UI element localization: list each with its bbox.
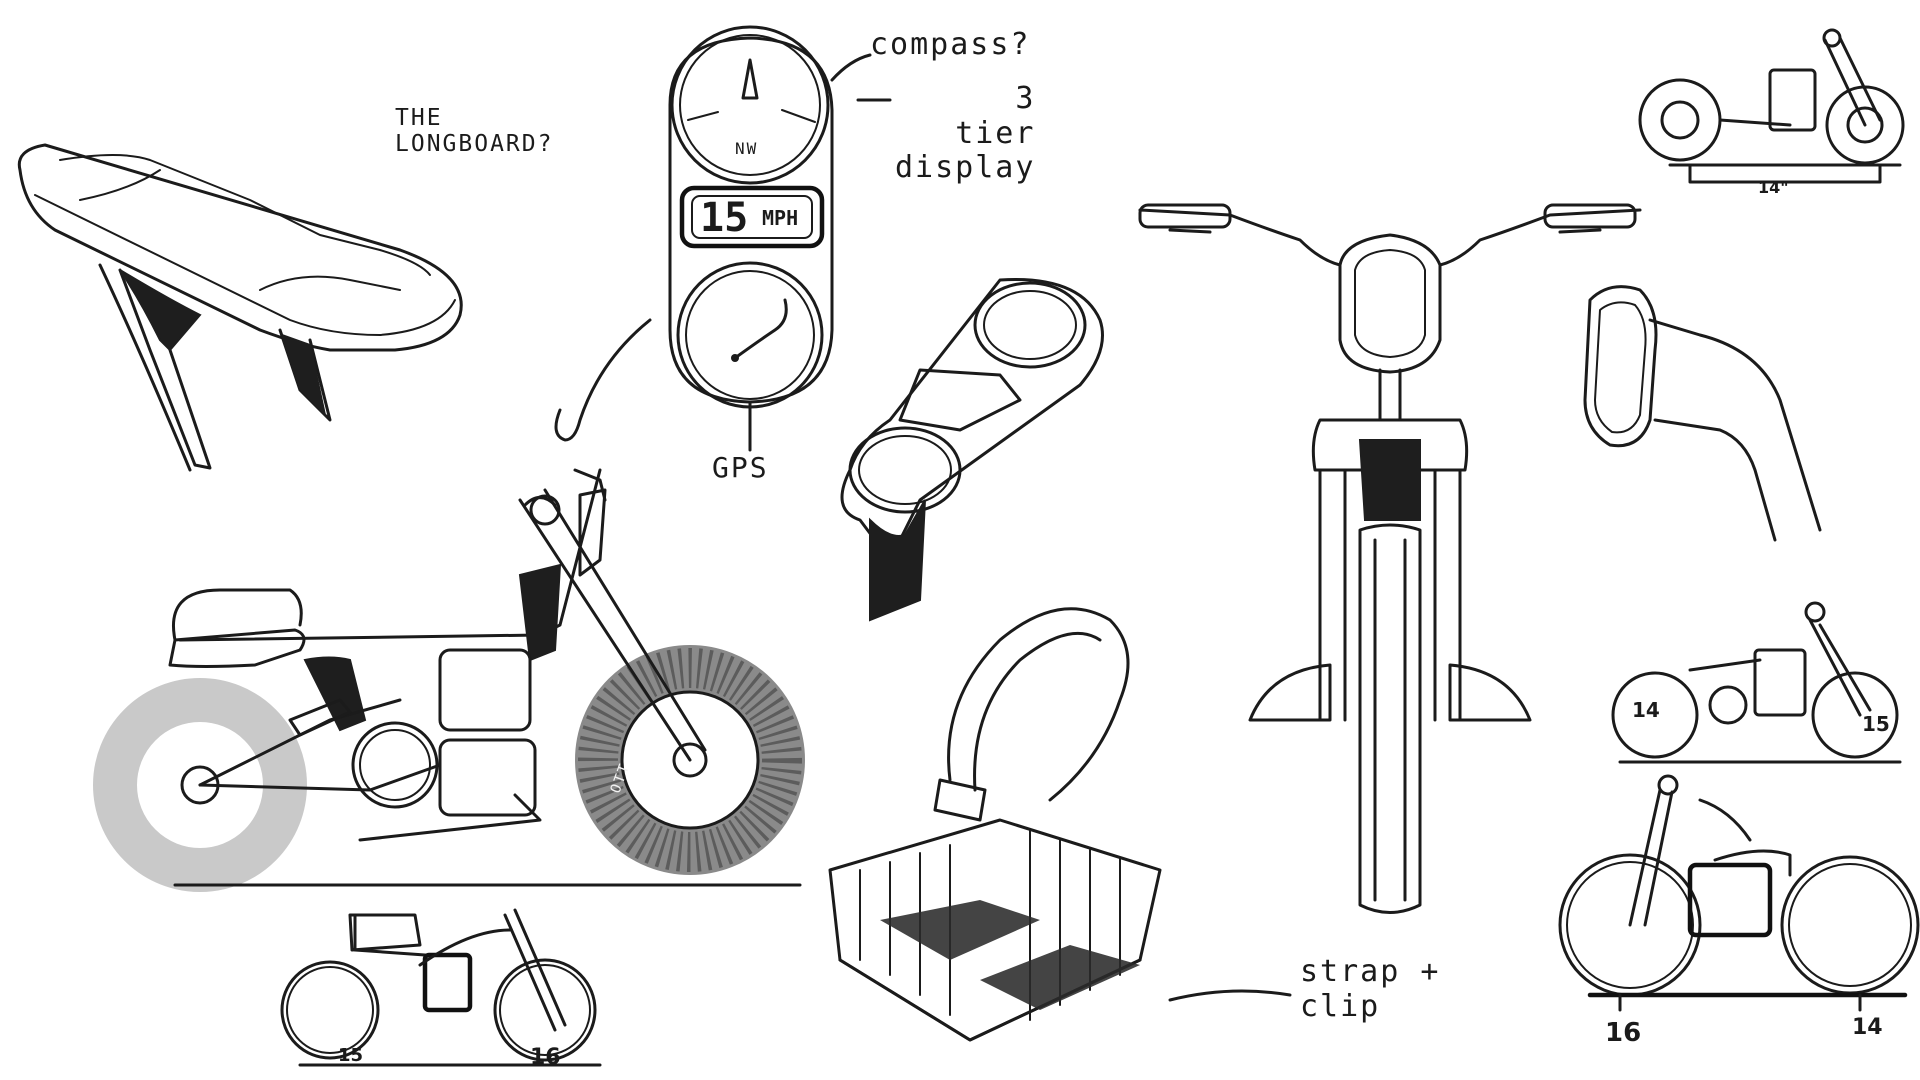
three-tier-display-sketch: [554, 25, 892, 452]
dash-pod-sketch: [840, 278, 1104, 622]
bike-bottom-right-sketch: [1558, 774, 1920, 1012]
speed-unit: MPH: [762, 206, 799, 230]
small-bike-middle-right-sketch: [1611, 601, 1902, 764]
mid-right-front-label: 15: [1862, 712, 1890, 736]
grip-sketch: [1583, 285, 1822, 542]
gps-note: GPS: [712, 451, 769, 484]
bottom-left-front-label: 16: [530, 1045, 561, 1070]
mid-right-rear-label: 14: [1632, 698, 1660, 722]
strap-clip-note: strap + clip: [1300, 954, 1441, 1024]
front-view-bike-sketch: [1138, 203, 1642, 914]
compass-note: compass?: [870, 27, 1031, 62]
main-bike-side-sketch: [93, 468, 805, 892]
small-bike-bottom-left-sketch: [280, 908, 602, 1067]
bottom-right-rear-label: 16: [1605, 1018, 1642, 1048]
speed-readout: 15: [700, 195, 749, 241]
basket-sketch: [828, 607, 1292, 1042]
bottom-right-front-label: 14: [1852, 1015, 1883, 1040]
three-tier-note: 3 tier display: [895, 81, 1036, 185]
bottom-left-rear-label: 15: [338, 1045, 364, 1066]
top-right-wheelbase-label: 14": [1758, 178, 1789, 197]
heading-readout: NW: [735, 139, 759, 158]
small-bike-top-right-sketch: [1638, 28, 1905, 184]
longboard-seat-sketch: [17, 143, 463, 472]
longboard-note: THE LONGBOARD?: [395, 105, 554, 158]
